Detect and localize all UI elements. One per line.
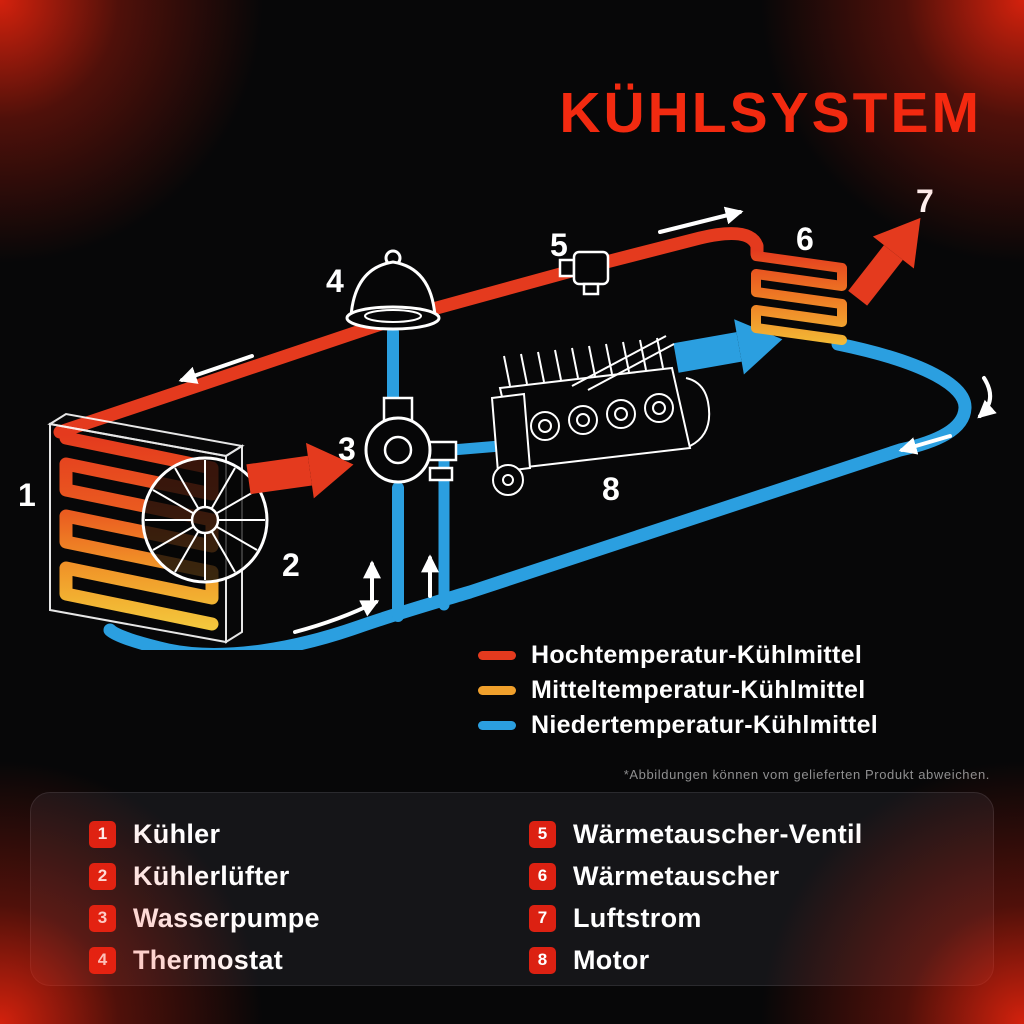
- part-row-8: 8 Motor: [529, 939, 993, 981]
- part-label: Kühler: [133, 818, 221, 849]
- heat-exchanger-valve: [558, 250, 610, 296]
- part-label: Luftstrom: [573, 902, 702, 933]
- legend: Hochtemperatur-Kühlmittel Mitteltemperat…: [478, 640, 879, 747]
- parts-panel: 1 Kühler 2 Kühlerlüfter 3 Wasserpumpe 4 …: [30, 792, 994, 986]
- part-number-badge: 2: [89, 862, 116, 890]
- legend-swatch-mid: [478, 685, 516, 695]
- diagram-number-6: 6: [796, 221, 814, 257]
- part-row-6: 6 Wärmetauscher: [529, 855, 993, 897]
- part-label: Thermostat: [133, 944, 284, 975]
- part-number-badge: 3: [89, 904, 116, 932]
- cooling-diagram: 1 2 3 4 5 6 7 8: [0, 150, 1024, 650]
- part-row-3: 3 Wasserpumpe: [89, 897, 529, 939]
- part-label: Kühlerlüfter: [133, 860, 290, 891]
- part-row-4: 4 Thermostat: [89, 939, 529, 981]
- part-label: Wärmetauscher-Ventil: [573, 818, 863, 849]
- part-label: Motor: [573, 944, 650, 975]
- parts-column-right: 5 Wärmetauscher-Ventil 6 Wärmetauscher 7…: [529, 813, 993, 985]
- diagram-number-1: 1: [18, 477, 36, 513]
- thermostat: [345, 249, 441, 331]
- legend-swatch-hot: [478, 650, 516, 660]
- disclaimer-text: *Abbildungen können vom gelieferten Prod…: [623, 767, 990, 782]
- diagram-number-8: 8: [602, 471, 620, 507]
- diagram-number-7: 7: [916, 183, 934, 219]
- part-number-badge: 6: [529, 862, 556, 890]
- diagram-number-4: 4: [326, 263, 344, 299]
- part-number-badge: 7: [529, 904, 556, 932]
- diagram-number-3: 3: [338, 431, 356, 467]
- legend-item-hot: Hochtemperatur-Kühlmittel: [478, 640, 878, 669]
- cold-pipe: [103, 326, 972, 650]
- part-label: Wärmetauscher: [573, 860, 780, 891]
- part-label: Wasserpumpe: [133, 902, 320, 933]
- engine: [490, 335, 711, 496]
- legend-item-cold: Niedertemperatur-Kühlmittel: [478, 710, 879, 739]
- part-row-2: 2 Kühlerlüfter: [89, 855, 529, 897]
- legend-swatch-cold: [478, 720, 516, 730]
- legend-label-hot: Hochtemperatur-Kühlmittel: [531, 640, 863, 669]
- page-title: KÜHLSYSTEM: [559, 81, 982, 145]
- part-row-1: 1 Kühler: [89, 813, 529, 855]
- legend-label-cold: Niedertemperatur-Kühlmittel: [531, 710, 879, 739]
- part-number-badge: 1: [89, 820, 116, 848]
- part-number-badge: 5: [529, 820, 556, 848]
- part-row-7: 7 Luftstrom: [529, 897, 993, 939]
- diagram-number-2: 2: [282, 547, 300, 583]
- radiator-fan: [141, 456, 269, 584]
- heat-exchanger: [751, 251, 847, 345]
- parts-column-left: 1 Kühler 2 Kühlerlüfter 3 Wasserpumpe 4 …: [89, 813, 529, 985]
- part-number-badge: 4: [89, 946, 116, 974]
- cold-flow-arrow: [673, 319, 783, 375]
- hot-flow-arrow: [246, 442, 354, 499]
- part-row-5: 5 Wärmetauscher-Ventil: [529, 813, 993, 855]
- flow-direction-arrows: [178, 206, 997, 634]
- water-pump: [364, 396, 458, 484]
- legend-label-mid: Mitteltemperatur-Kühlmittel: [531, 675, 866, 704]
- diagram-number-5: 5: [550, 227, 568, 263]
- legend-item-mid: Mitteltemperatur-Kühlmittel: [478, 675, 878, 704]
- part-number-badge: 8: [529, 946, 556, 974]
